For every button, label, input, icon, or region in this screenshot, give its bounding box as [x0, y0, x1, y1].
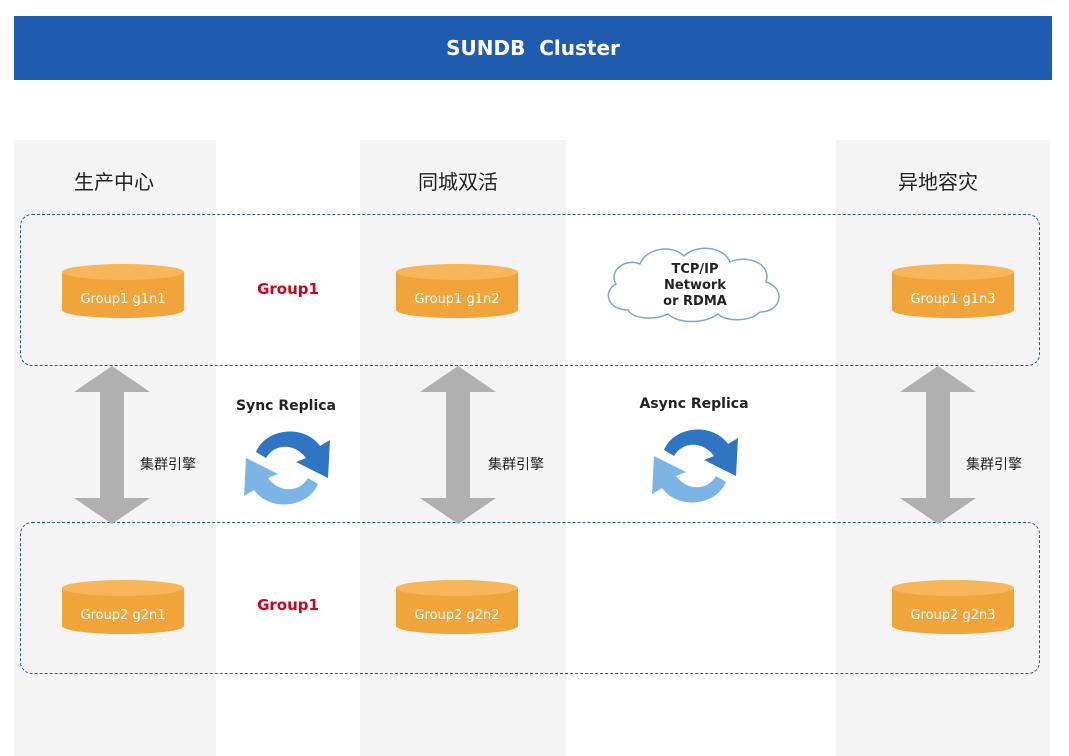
engine-label-disaster-recovery: 集群引擎 — [966, 457, 1022, 473]
db-cylinder-g2n3 — [892, 580, 1014, 634]
cluster-header: SUNDB Cluster — [14, 16, 1052, 80]
db-cylinder-g1n3 — [892, 264, 1014, 318]
db-cylinder-g1n2 — [396, 264, 518, 318]
cluster-title: SUNDB Cluster — [446, 36, 620, 60]
cloud-icon — [607, 247, 780, 323]
network-line-1: TCP/IP — [671, 262, 719, 277]
db-cylinder-g1n1 — [62, 264, 184, 318]
node-label-g1n1: Group1 g1n1 — [80, 292, 166, 307]
node-label-g1n2: Group1 g1n2 — [414, 292, 500, 307]
db-cylinder-g2n1 — [62, 580, 184, 634]
sync-replica-icon — [244, 431, 330, 505]
column-title-disaster-recovery: 异地容灾 — [898, 170, 978, 194]
engine-label-production: 集群引擎 — [140, 457, 196, 473]
group-label-top: Group1 — [257, 280, 319, 298]
column-title-production: 生产中心 — [74, 170, 154, 194]
column-title-active-active: 同城双活 — [418, 170, 498, 194]
node-label-g2n1: Group2 g2n1 — [80, 608, 166, 623]
async-replica-icon — [652, 429, 738, 503]
group1-box — [20, 214, 1040, 366]
double-arrow-disaster-recovery — [900, 366, 976, 524]
engine-label-active-active: 集群引擎 — [488, 457, 544, 473]
async-replica-label: Async Replica — [639, 396, 749, 412]
db-cylinder-g2n2 — [396, 580, 518, 634]
group2-box — [20, 522, 1040, 674]
double-arrow-active-active — [420, 366, 496, 524]
group-label-bottom: Group1 — [257, 596, 319, 614]
network-line-2: Network — [664, 278, 726, 293]
network-label: TCP/IP Network or RDMA — [630, 262, 760, 310]
network-line-3: or RDMA — [663, 294, 727, 309]
node-label-g1n3: Group1 g1n3 — [910, 292, 996, 307]
node-label-g2n3: Group2 g2n3 — [910, 608, 996, 623]
node-label-g2n2: Group2 g2n2 — [414, 608, 500, 623]
sync-replica-label: Sync Replica — [236, 398, 336, 414]
double-arrow-production — [74, 366, 150, 524]
